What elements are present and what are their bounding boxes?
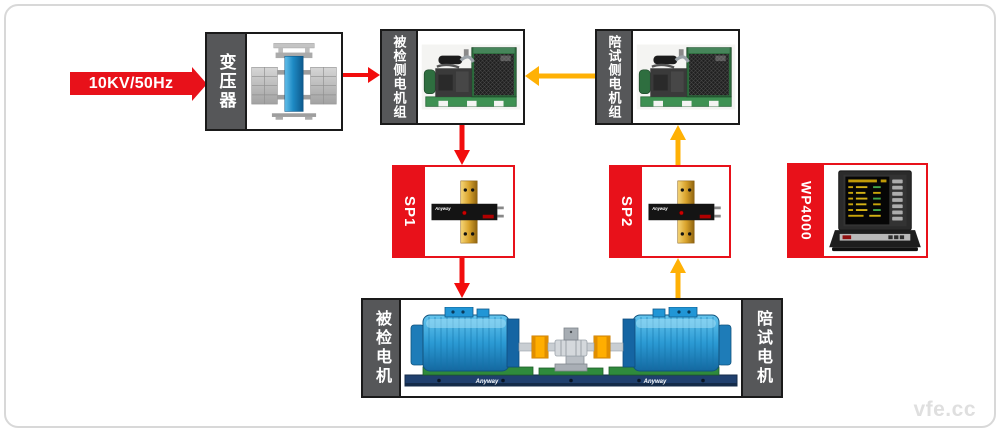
transformer-label: 变压器 (216, 53, 236, 110)
sp1-label: SP1 (401, 195, 418, 228)
tested-genset-label: 被检侧电机组 (391, 35, 407, 119)
sp2-image-area: Anyway (642, 167, 729, 256)
transformer-label-strip: 变压器 (207, 34, 247, 129)
motor-bench-image-area: Anyway Anyway (401, 300, 741, 396)
transformer-box: 变压器 (205, 32, 343, 131)
wp4000-label: WP4000 (798, 180, 815, 241)
sp1-box: SP1 Anyway (392, 165, 515, 258)
transformer-image-area (247, 34, 341, 129)
assist-motor-label: 陪试电机 (754, 310, 771, 386)
wp4000-label-strip: WP4000 (789, 165, 824, 256)
sp1-sensor-image: Anyway (431, 180, 504, 243)
assist-genset-label-strip: 陪试侧电机组 (597, 31, 633, 123)
sp2-label-strip: SP2 (611, 167, 642, 256)
arrow-sp2-to-assist-genset (670, 125, 686, 165)
arrow-tested-motor-to-sp2 (670, 258, 686, 298)
tested-genset-image (421, 44, 520, 110)
tested-motor-label: 被检电机 (373, 310, 390, 386)
assist-genset-image (636, 44, 735, 110)
motor-test-bench-box: 被检电机 Anyway Anyway (361, 298, 783, 398)
sp2-sensor-image: Anyway (647, 180, 721, 243)
assist-genset-box: 陪试侧电机组 (595, 29, 740, 125)
bench-brand-logo-right: Anyway (643, 379, 667, 385)
motor-bench-image: Anyway Anyway (404, 307, 738, 387)
sp2-label: SP2 (618, 195, 635, 228)
sp2-brand-logo: Anyway (651, 206, 668, 211)
watermark: vfe.cc (913, 398, 976, 421)
wp4000-box: WP4000 (787, 163, 928, 258)
wp4000-analyzer-image (829, 169, 921, 251)
sp1-image-area: Anyway (425, 167, 513, 256)
tested-genset-image-area (418, 31, 523, 123)
arrow-assist-to-tested-genset (525, 66, 595, 86)
bench-brand-logo-left: Anyway (475, 379, 499, 385)
input-source-arrowhead-icon (192, 67, 207, 101)
tested-motor-label-strip: 被检电机 (363, 300, 401, 396)
input-source-label: 10KV/50Hz (88, 74, 174, 92)
input-source-banner: 10KV/50Hz (70, 72, 192, 95)
arrow-sp1-to-tested-motor (454, 258, 470, 298)
assist-genset-image-area (633, 31, 738, 123)
transformer-image (251, 42, 337, 120)
sp1-brand-logo: Anyway (434, 206, 451, 211)
arrow-tested-genset-to-sp1 (454, 125, 470, 165)
sp2-box: SP2 Anyway (609, 165, 731, 258)
sp1-label-strip: SP1 (394, 167, 425, 256)
tested-genset-label-strip: 被检侧电机组 (382, 31, 418, 123)
tested-genset-box: 被检侧电机组 (380, 29, 525, 125)
arrow-transformer-to-tested-genset (343, 67, 380, 83)
wp4000-image-area (824, 165, 926, 256)
assist-genset-label: 陪试侧电机组 (606, 35, 622, 119)
assist-motor-label-strip: 陪试电机 (741, 300, 781, 396)
